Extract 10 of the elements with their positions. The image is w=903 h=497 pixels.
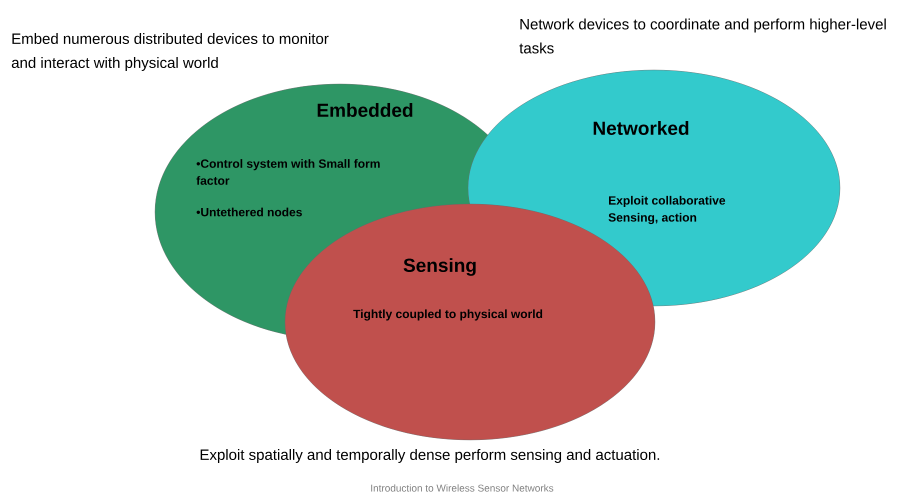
circle-text: •Control system with Small form factor: [196, 159, 380, 185]
note-text: Embed numerous distributed devices to monitor and interact with physical world: [12, 33, 329, 71]
circle-title: Sensing: [404, 258, 476, 276]
circle-text: •Untethered nodes: [196, 208, 302, 216]
footer-text: Introduction to Wireless Sensor Networks: [371, 484, 554, 492]
circle-text: Exploit collaborative Sensing, action: [608, 196, 726, 224]
circle-title: Embedded: [318, 103, 412, 117]
circle-text: Tightly coupled to physical world: [353, 309, 542, 321]
circle-title: Networked: [594, 121, 688, 135]
note-text: Network devices to coordinate and perform higher-level tasks: [519, 18, 886, 54]
